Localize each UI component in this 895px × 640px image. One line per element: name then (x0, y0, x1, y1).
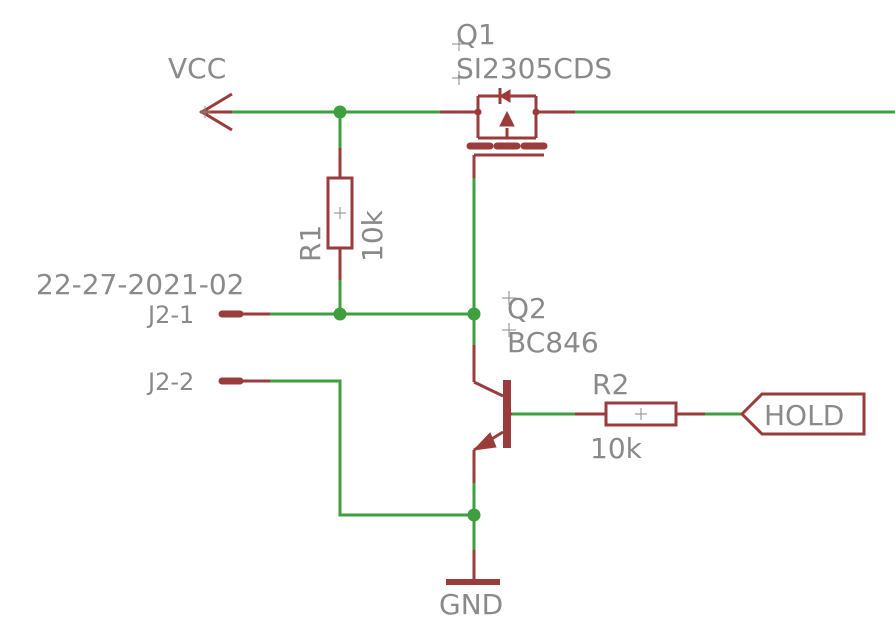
wire-j2-2-net (268, 379, 476, 517)
junction-gate-collector (467, 307, 481, 321)
junction-r1-j2-1 (333, 307, 347, 321)
junction-j2-2-emitter (467, 508, 481, 522)
q1-value-label: SI2305CDS (456, 52, 612, 85)
q1-mosfet-symbol (440, 37, 575, 178)
q2-value-label: BC846 (507, 326, 599, 359)
q2-transistor-symbol (472, 291, 516, 483)
connector-ref-label: 22-27-2021-02 (36, 268, 244, 301)
r1-name-label: R1 (294, 225, 327, 262)
r1-value-label: 10k (356, 209, 389, 262)
gnd-label: GND (439, 588, 503, 621)
hold-port-symbol (739, 392, 866, 436)
vcc-label: VCC (168, 52, 226, 85)
r2-name-label: R2 (592, 368, 629, 401)
r2-value-label: 10k (590, 432, 643, 465)
junctions (333, 105, 481, 522)
wires (203, 110, 895, 552)
q1-name-label: Q1 (456, 18, 496, 51)
vcc-supply-symbol (199, 92, 233, 132)
r1-resistor-symbol (326, 148, 354, 280)
r2-resistor-symbol (575, 401, 705, 427)
hold-label: HOLD (764, 399, 844, 432)
junction-vcc-r1 (333, 105, 347, 119)
j2-2-label: J2-2 (146, 368, 194, 396)
gnd-symbol (446, 550, 500, 585)
q2-name-label: Q2 (507, 292, 547, 325)
j2-1-label: J2-1 (146, 301, 194, 329)
